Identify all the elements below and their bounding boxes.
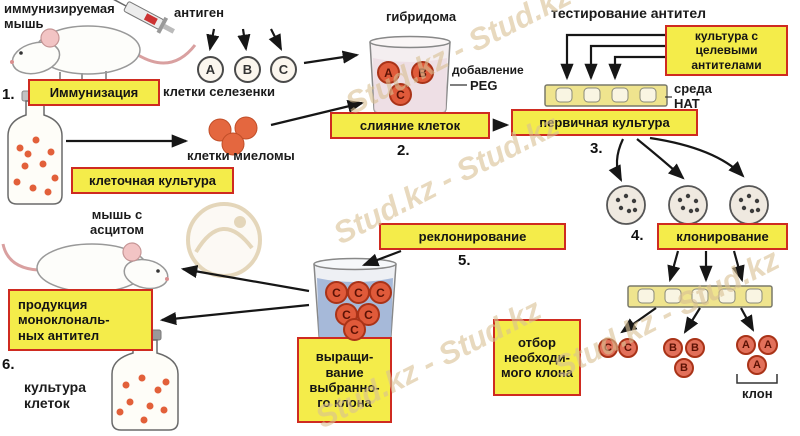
clone-group-b-cell: В <box>674 358 694 378</box>
clone-beaker-cell-c: С <box>369 281 392 304</box>
spleen-cells-label: клетки селезенки <box>163 84 275 99</box>
step-6-number: 6. <box>2 356 15 373</box>
cloning-box: клонирование <box>657 223 788 250</box>
primary-culture-box: первичная культура <box>511 109 698 136</box>
immunized-mouse-drawing <box>10 25 197 82</box>
stud-logo-watermark <box>186 202 262 278</box>
well-plate-cloning <box>627 285 773 308</box>
syringe-icon <box>111 0 175 34</box>
well-plate-primary <box>544 84 668 107</box>
product-bottle-drawing <box>111 329 179 431</box>
clone-selection-box: отбор необходи- мого клона <box>493 319 581 396</box>
hat-medium-label: среда HAT <box>674 81 712 111</box>
clone-beaker-cell-c: С <box>347 281 370 304</box>
culture-bottle-drawing <box>7 90 63 205</box>
clone-bracket <box>736 374 778 384</box>
step-3-number: 3. <box>590 140 603 157</box>
clone-group-c-cell: С <box>618 338 638 358</box>
clone-beaker-cell-c: С <box>343 318 366 341</box>
clone-group-a-cell: А <box>736 335 756 355</box>
hybridoma-cell-a: А <box>377 61 400 84</box>
spleen-cell-c: С <box>270 56 297 83</box>
production-box: продукция моноклональ- ных антител <box>8 289 153 351</box>
cell-fusion-box: слияние клеток <box>330 112 490 139</box>
myeloma-cells-label: клетки миеломы <box>187 148 295 163</box>
cell-culture-box: клеточная культура <box>71 167 234 194</box>
ascites-mouse-drawing <box>1 242 169 299</box>
peg-addition-label: добавление <box>452 63 524 77</box>
peg-label: PEG <box>470 78 498 93</box>
hybridoma-cell-b: В <box>411 61 434 84</box>
petri-dishes-drawing <box>606 185 769 225</box>
recloning-box: реклонирование <box>379 223 566 250</box>
spleen-cell-b: В <box>234 56 261 83</box>
clone-beaker-cell-c: С <box>357 303 380 326</box>
antibody-testing-label: тестирование антител <box>551 5 706 21</box>
clone-group-a-cell: А <box>758 335 778 355</box>
ascites-mouse-label: мышь с асцитом <box>89 207 145 237</box>
immunization-box: Иммунизация <box>28 79 160 106</box>
pointer-lines <box>450 84 672 98</box>
growing-clone-box: выращи- вание выбранно- го клона <box>297 337 392 423</box>
clone-group-a-cell: А <box>747 355 767 375</box>
step-5-number: 5. <box>458 252 471 269</box>
clone-group-b-cell: В <box>663 338 683 358</box>
cell-culture-bottom-label: культура клеток <box>24 379 87 411</box>
step-2-number: 2. <box>397 142 410 159</box>
target-culture-box: культура с целевыми антителами <box>665 25 788 76</box>
hybridoma-label: гибридома <box>386 9 457 24</box>
clone-group-c-cell: С <box>598 338 618 358</box>
clone-group-b-cell: В <box>685 338 705 358</box>
hybridoma-cell-c: С <box>389 83 412 106</box>
step-1-number: 1. <box>2 86 15 103</box>
immunized-mouse-label: иммунизируемая мышь <box>4 1 115 31</box>
spleen-cell-a: А <box>197 56 224 83</box>
step-4-number: 4. <box>631 227 644 244</box>
myeloma-cells-drawing <box>208 116 258 156</box>
clone-label: клон <box>742 386 773 401</box>
antigen-label: антиген <box>174 5 224 20</box>
flow-arrows <box>66 28 755 334</box>
clone-beaker-cell-c: С <box>325 281 348 304</box>
